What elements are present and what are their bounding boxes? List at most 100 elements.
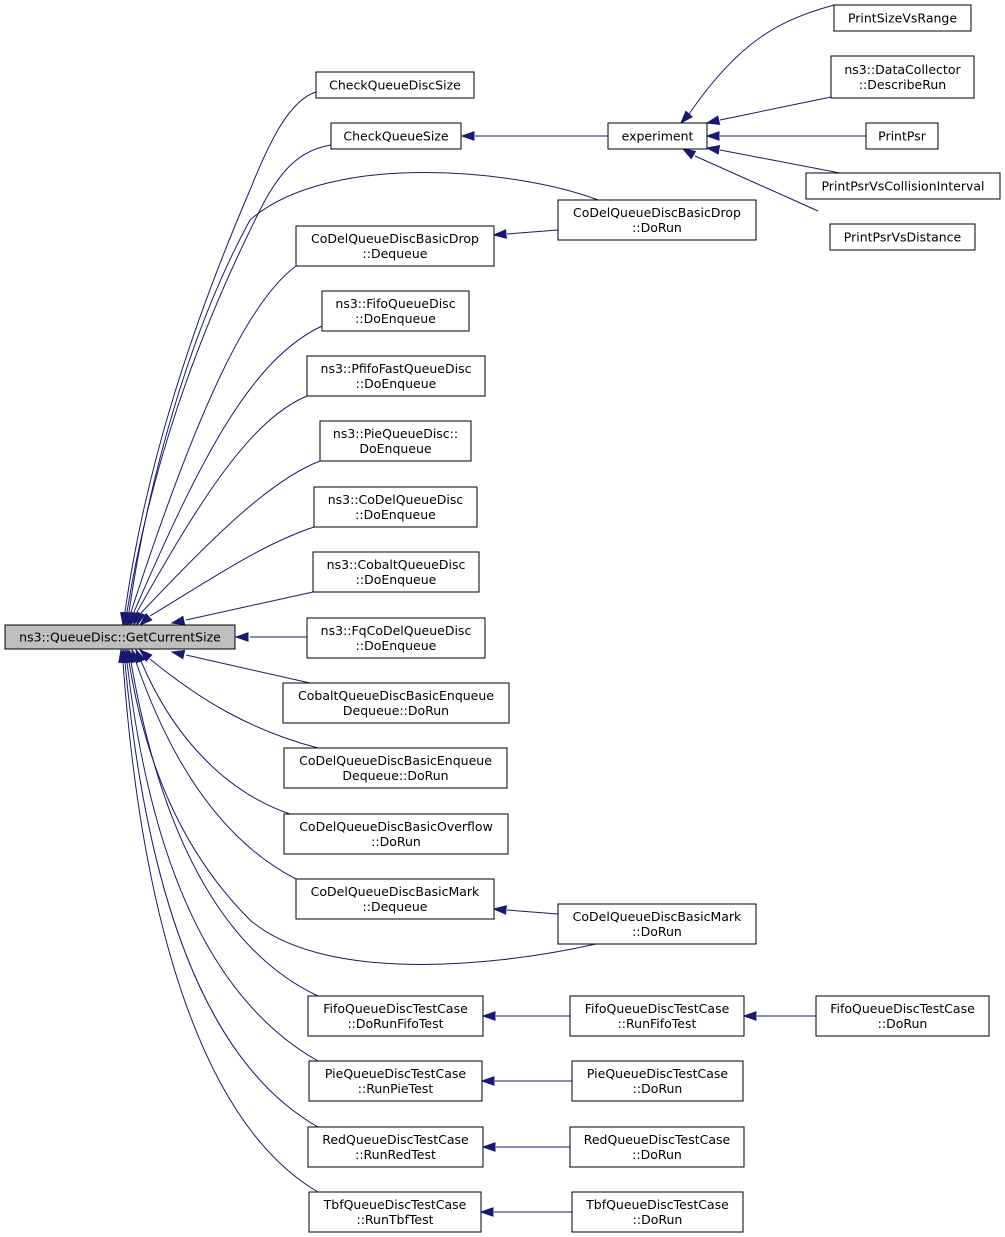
edge-codel_basic_mark_dequeue-to-root <box>131 648 297 880</box>
node-pie-test-dorun[interactable]: PieQueueDiscTestCase::DoRun <box>571 1060 744 1102</box>
edge-line <box>506 229 559 235</box>
edge-line <box>140 460 321 614</box>
node-red-test-runredtest[interactable]: RedQueueDiscTestCase::RunRedTest <box>307 1126 484 1168</box>
node-cobalt-basic-enq-deq-dorun[interactable]: CobaltQueueDiscBasicEnqueueDequeue::DoRu… <box>282 682 510 724</box>
node-tbf-test-dorun[interactable]: TbfQueueDiscTestCase::DoRun <box>571 1191 744 1233</box>
node-label: ::DoEnqueue <box>355 507 436 522</box>
node-label: TbfQueueDiscTestCase <box>585 1197 729 1212</box>
edge-codel_basic_enq_deq_dorun-to-root <box>138 648 319 749</box>
node-box <box>569 995 745 1037</box>
node-label: ::DoRun <box>878 1016 928 1031</box>
node-box <box>571 1060 744 1102</box>
node-codel-basic-mark-dequeue[interactable]: CoDelQueueDiscBasicMark::Dequeue <box>295 878 495 920</box>
node-fifo-test-runfifotest[interactable]: FifoQueueDiscTestCase::RunFifoTest <box>569 995 745 1037</box>
edge-codel_basic_mark_dorun-to-codel_basic_mark_dequeue <box>492 905 559 915</box>
node-label: ::DoRun <box>633 1212 683 1227</box>
edge-print_psr_vs_distance-to-experiment <box>681 148 819 212</box>
node-fifo-test-dorun[interactable]: FifoQueueDiscTestCase::DoRun <box>815 995 990 1037</box>
node-print-psr-vs-distance[interactable]: PrintPsrVsDistance <box>829 223 976 251</box>
edge-print_psr-to-experiment <box>705 131 866 141</box>
edge-pie_test_dorun-to-pie_test_runpietest <box>480 1076 572 1086</box>
arrowhead-icon <box>479 1207 494 1217</box>
arrowhead-icon <box>138 612 153 627</box>
edge-codel_basic_overflow_dorun-to-root <box>135 648 291 815</box>
node-label: ::RunRedTest <box>355 1147 436 1162</box>
edge-line <box>126 144 332 613</box>
edge-line <box>128 172 599 613</box>
edge-cobalt_doenqueue-to-root <box>170 591 314 626</box>
node-codel-basic-drop-dequeue[interactable]: CoDelQueueDiscBasicDrop::Dequeue <box>295 225 495 267</box>
node-label: PrintPsrVsCollisionInterval <box>821 179 984 194</box>
arrowhead-icon <box>681 148 697 160</box>
node-label: ns3::CobaltQueueDisc <box>327 557 466 572</box>
node-fq-codel-doenqueue[interactable]: ns3::FqCoDelQueueDisc::DoEnqueue <box>306 617 486 659</box>
node-experiment[interactable]: experiment <box>607 122 708 150</box>
node-codel-doenqueue[interactable]: ns3::CoDelQueueDisc::DoEnqueue <box>313 486 478 528</box>
node-box <box>307 1126 484 1168</box>
edge-pie_doenqueue-to-root <box>136 460 321 627</box>
edge-check_queue_size-to-root <box>122 144 332 627</box>
node-pie-test-runpietest[interactable]: PieQueueDiscTestCase::RunPieTest <box>308 1060 483 1102</box>
edge-pfifo_fast_doenqueue-to-root <box>132 395 308 627</box>
node-label: ::DoRun <box>371 834 421 849</box>
arrowhead-icon <box>170 615 186 626</box>
arrowhead-icon <box>460 131 475 141</box>
edge-line <box>149 658 319 749</box>
node-pie-doenqueue[interactable]: ns3::PieQueueDisc::DoEnqueue <box>319 420 472 462</box>
node-box <box>312 551 480 593</box>
node-tbf-test-runtbftest[interactable]: TbfQueueDiscTestCase::RunTbfTest <box>308 1191 482 1233</box>
arrowhead-icon <box>136 611 146 627</box>
node-box <box>557 199 757 241</box>
node-fifo-test-dorunfifotest[interactable]: FifoQueueDiscTestCase::DoRunFifoTest <box>307 995 484 1037</box>
edge-line <box>130 661 319 997</box>
node-fifo-doenqueue[interactable]: ns3::FifoQueueDisc::DoEnqueue <box>321 290 470 332</box>
edge-line <box>149 526 315 617</box>
edge-cobalt_basic_enq_deq_dorun-to-root <box>170 649 311 684</box>
node-label: ::DoRun <box>633 1081 683 1096</box>
node-label: RedQueueDiscTestCase <box>584 1132 731 1147</box>
node-box <box>4 624 236 650</box>
node-label: ns3::CoDelQueueDisc <box>328 492 464 507</box>
node-box <box>815 995 990 1037</box>
node-print-psr[interactable]: PrintPsr <box>865 122 939 150</box>
node-root[interactable]: ns3::QueueDisc::GetCurrentSize <box>4 624 236 650</box>
node-cobalt-doenqueue[interactable]: ns3::CobaltQueueDisc::DoEnqueue <box>312 551 480 593</box>
arrowhead-icon <box>679 110 693 125</box>
edge-tbf_test_runtbftest-to-root <box>118 648 319 1193</box>
node-box <box>319 420 472 462</box>
node-codel-basic-overflow-dorun[interactable]: CoDelQueueDiscBasicOverflow::DoRun <box>283 813 509 855</box>
node-label: CoDelQueueDiscBasicOverflow <box>299 819 493 834</box>
edge-data_collector_describe_run-to-experiment <box>705 96 832 125</box>
node-box <box>865 122 939 150</box>
node-label: ::Dequeue <box>363 246 428 261</box>
node-label: ns3::QueueDisc::GetCurrentSize <box>19 630 221 645</box>
node-label: ::DescribeRun <box>859 77 946 92</box>
node-check-queue-size[interactable]: CheckQueueSize <box>330 122 462 150</box>
node-label: ns3::PfifoFastQueueDisc <box>321 361 472 376</box>
node-label: ::DoEnqueue <box>356 638 437 653</box>
node-pfifo-fast-doenqueue[interactable]: ns3::PfifoFastQueueDisc::DoEnqueue <box>306 355 486 397</box>
node-print-size-vs-range[interactable]: PrintSizeVsRange <box>833 4 972 32</box>
node-label: ::DoRun <box>632 220 682 235</box>
arrowhead-icon <box>234 632 249 642</box>
call-edges <box>118 4 866 1217</box>
node-box <box>283 747 508 789</box>
arrowhead-icon <box>118 648 128 664</box>
edge-red_test_dorun-to-red_test_runredtest <box>481 1142 570 1152</box>
node-red-test-dorun[interactable]: RedQueueDiscTestCase::DoRun <box>569 1126 745 1168</box>
node-data-collector-describe-run[interactable]: ns3::DataCollector::DescribeRun <box>830 55 975 99</box>
call-nodes: ns3::QueueDisc::GetCurrentSize CheckQueue… <box>4 4 1001 1233</box>
edge-line <box>694 155 819 212</box>
node-codel-basic-drop-dorun[interactable]: CoDelQueueDiscBasicDrop::DoRun <box>557 199 757 241</box>
node-box <box>557 903 757 945</box>
node-check-queue-disc-size[interactable]: CheckQueueDiscSize <box>315 71 475 99</box>
node-codel-basic-mark-dorun[interactable]: CoDelQueueDiscBasicMark::DoRun <box>557 903 757 945</box>
node-print-psr-vs-collision-interval[interactable]: PrintPsrVsCollisionInterval <box>805 172 1001 200</box>
node-box <box>308 1191 482 1233</box>
node-label: ns3::PieQueueDisc:: <box>333 426 458 441</box>
node-label: ::RunPieTest <box>358 1081 434 1096</box>
arrowhead-icon <box>480 1076 495 1086</box>
edge-experiment-to-check_queue_size <box>460 131 608 141</box>
